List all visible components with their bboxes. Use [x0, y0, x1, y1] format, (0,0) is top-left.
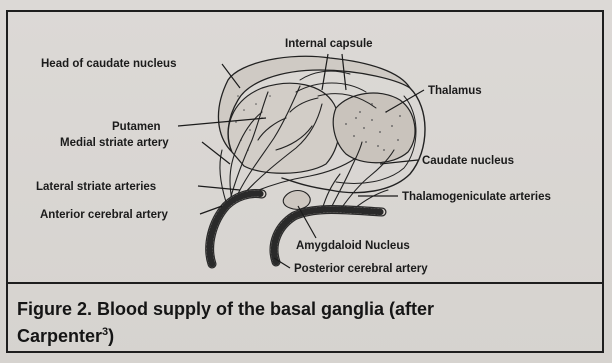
- anatomy-illustration: [210, 56, 425, 264]
- label-head-of-caudate: Head of caudate nucleus: [41, 58, 176, 70]
- label-putamen: Putamen: [112, 121, 161, 133]
- figure-caption: Figure 2. Blood supply of the basal gang…: [17, 298, 577, 348]
- label-thalamogeniculate: Thalamogeniculate arteries: [402, 191, 551, 203]
- label-caudate-nucleus: Caudate nucleus: [422, 155, 514, 167]
- caption-author: Carpenter: [17, 326, 102, 346]
- amygdaloid-shape: [283, 191, 310, 210]
- posterior-cerebral-vessel: [274, 210, 382, 263]
- label-anterior-cerebral: Anterior cerebral artery: [40, 209, 168, 221]
- label-thalamus: Thalamus: [428, 85, 482, 97]
- anterior-cerebral-vessel: [210, 194, 262, 265]
- putamen-shape: [228, 83, 339, 173]
- label-medial-striate: Medial striate artery: [60, 137, 169, 149]
- label-amygdaloid: Amygdaloid Nucleus: [296, 240, 410, 252]
- caption-line-2: Carpenter3): [17, 321, 577, 348]
- label-internal-capsule: Internal capsule: [285, 38, 373, 50]
- caption-close-paren: ): [108, 326, 114, 346]
- thalamus-shape: [333, 93, 415, 163]
- label-posterior-cerebral: Posterior cerebral artery: [294, 263, 428, 275]
- caption-line-1: Figure 2. Blood supply of the basal gang…: [17, 298, 577, 321]
- label-lateral-striate: Lateral striate arteries: [36, 181, 156, 193]
